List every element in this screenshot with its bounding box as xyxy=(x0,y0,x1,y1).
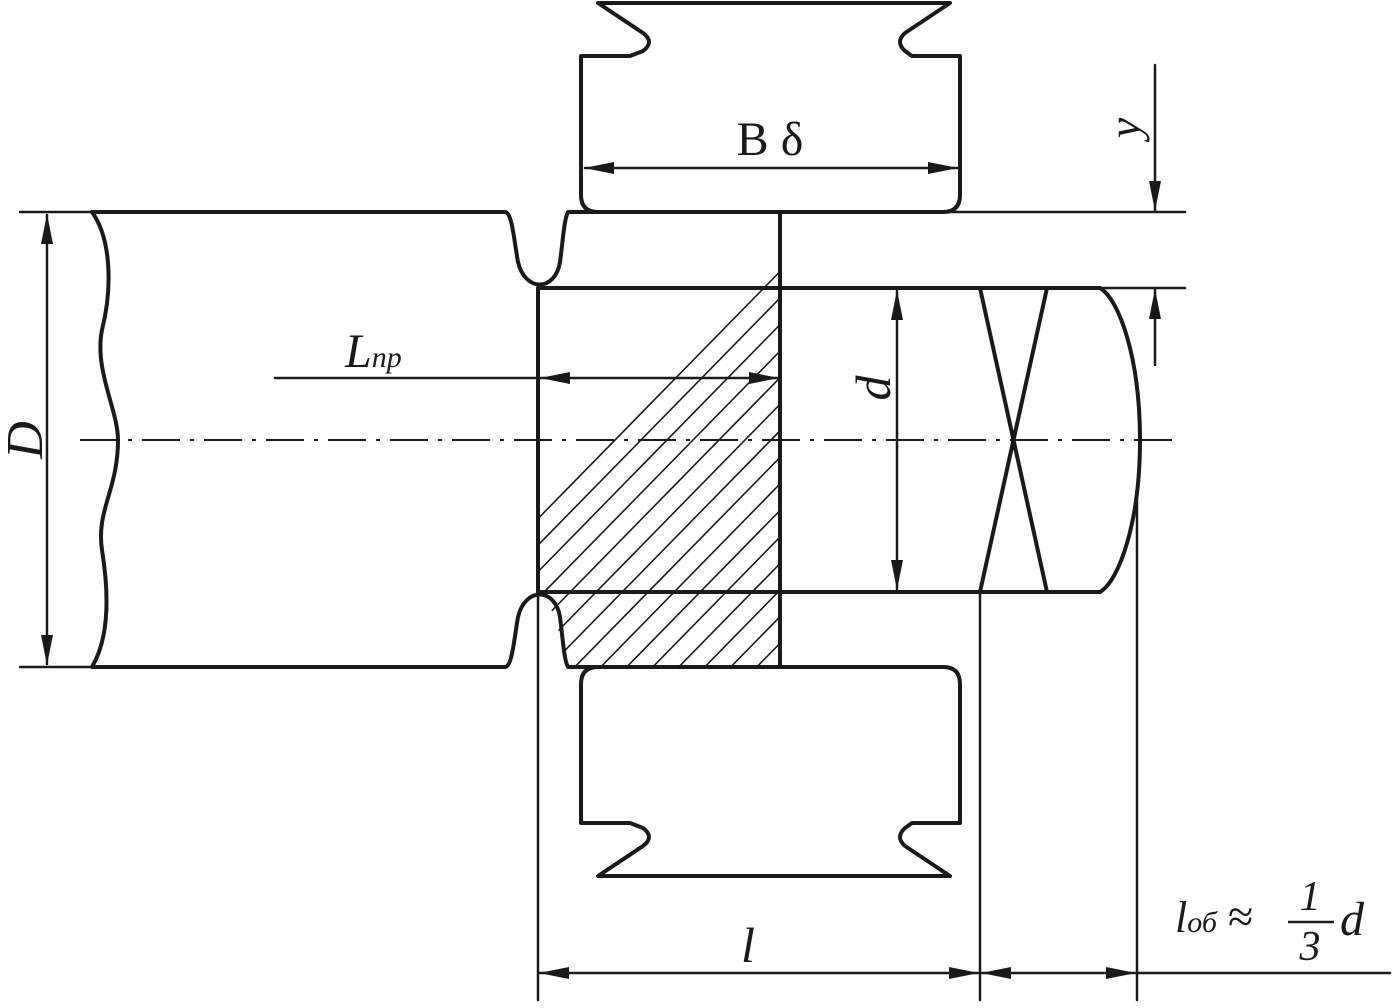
dimension-D xyxy=(18,210,94,669)
dimension-y xyxy=(778,63,1187,367)
fraction-variable: d xyxy=(1340,893,1365,946)
label-l-ob-main: l xyxy=(1175,893,1187,942)
lower-roll xyxy=(579,665,962,878)
label-L-np-main: L xyxy=(344,325,372,378)
label-d: d xyxy=(845,375,901,401)
dimension-B-delta xyxy=(583,162,959,174)
label-l-ob-sub: об xyxy=(1187,906,1218,939)
hatch-line xyxy=(587,212,780,667)
hatch-line xyxy=(561,212,780,667)
label-L-np: Lпр xyxy=(344,325,402,378)
upper-roll xyxy=(579,1,962,214)
hatch-line xyxy=(639,212,780,667)
label-l-ob-formula: lоб ≈ 1 3 d xyxy=(1175,874,1365,970)
label-y: y xyxy=(1099,117,1150,142)
blank-outline xyxy=(90,210,782,669)
hatch-line xyxy=(691,212,780,667)
dimension-l-ob xyxy=(980,967,1392,979)
label-L-np-sub: пр xyxy=(372,341,402,374)
hatch-line xyxy=(538,212,780,667)
dimension-L-np xyxy=(273,372,780,384)
label-l: l xyxy=(741,917,755,973)
hatch-line xyxy=(613,212,780,667)
label-D: D xyxy=(0,421,54,460)
fraction-numerator: 1 xyxy=(1300,874,1321,920)
fraction-denominator: 3 xyxy=(1299,924,1321,970)
dimension-l xyxy=(538,967,980,979)
label-B-delta: B δ xyxy=(737,113,804,166)
label-approx: ≈ xyxy=(1228,891,1253,942)
dimension-d xyxy=(891,289,903,591)
hatch-line xyxy=(538,212,780,667)
hatch-line xyxy=(665,212,780,667)
hatch-line xyxy=(538,212,780,667)
label-l-ob: lоб xyxy=(1175,893,1218,942)
extension-lines xyxy=(536,488,1139,1002)
